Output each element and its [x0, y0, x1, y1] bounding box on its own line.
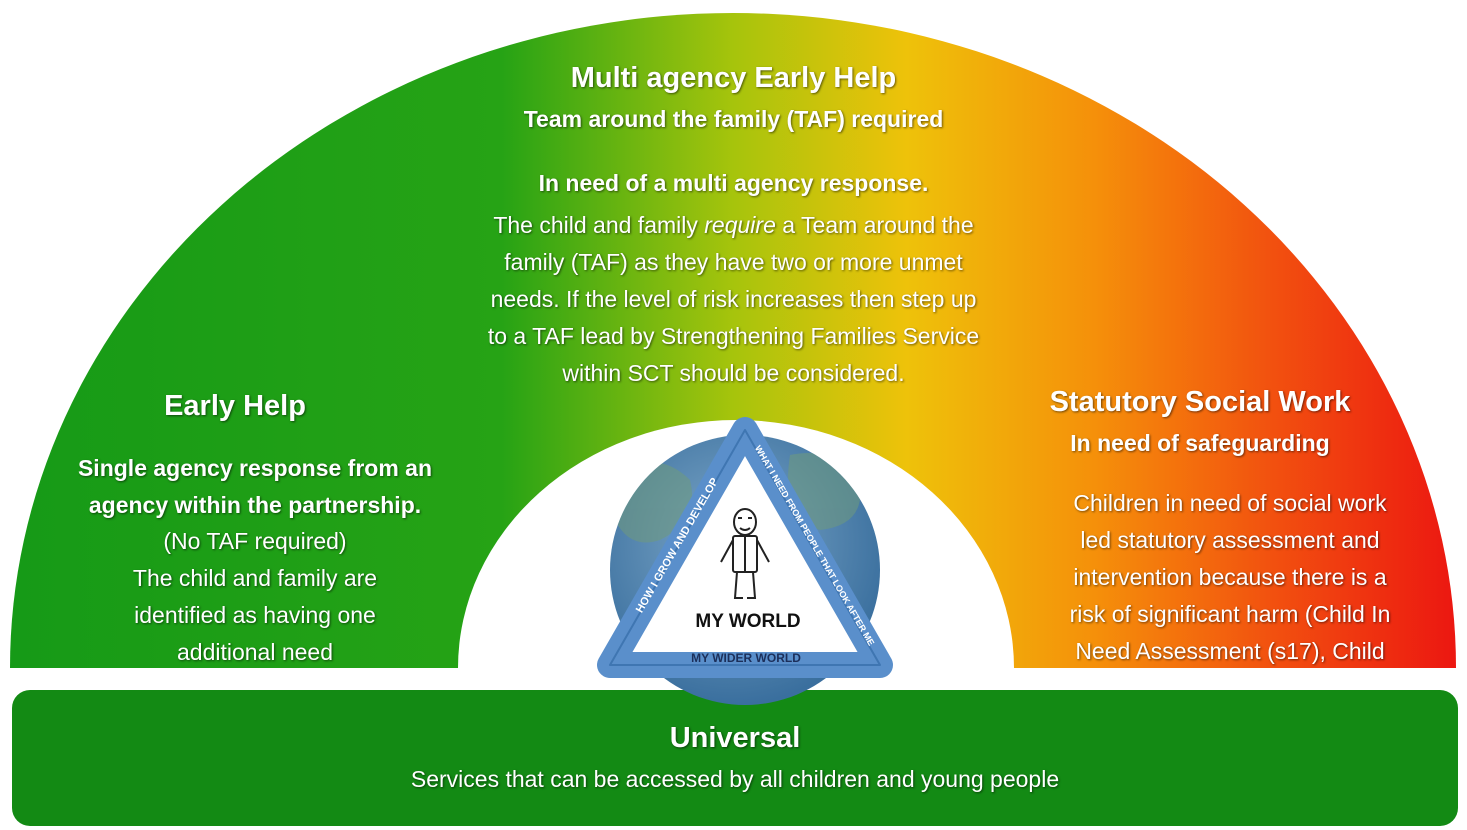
- multi-agency-line: needs. If the level of risk increases th…: [490, 286, 977, 312]
- early-help-lead: Single agency response from an agency wi…: [30, 450, 480, 524]
- statutory-line: Children in need of social work: [1073, 490, 1387, 516]
- early-help-lead-line: Single agency response from an: [77, 455, 433, 481]
- multi-agency-subtitle: Team around the family (TAF) required: [523, 106, 944, 132]
- statutory-subtitle: In need of safeguarding: [1070, 430, 1330, 456]
- statutory-line: risk of significant harm (Child In: [1069, 601, 1391, 627]
- multi-agency-line: within SCT should be considered.: [562, 360, 905, 386]
- multi-agency-line: The child and family require a Team arou…: [493, 212, 974, 238]
- statutory-line: led statutory assessment and: [1080, 527, 1380, 553]
- multi-agency-description: The child and family require a Team arou…: [380, 207, 1087, 392]
- my-world-label: MY WORLD: [695, 611, 800, 632]
- statutory-line: intervention because there is a: [1073, 564, 1387, 590]
- early-help-line: additional need: [176, 639, 334, 665]
- universal-bar: [12, 690, 1458, 826]
- universal-description: Services that can be accessed by all chi…: [410, 766, 1060, 792]
- early-help-lead-line: agency within the partnership.: [88, 492, 422, 518]
- early-help-line: (No TAF required): [163, 528, 347, 554]
- statutory-title: Statutory Social Work: [1049, 386, 1351, 418]
- early-help-title: Early Help: [164, 390, 306, 422]
- early-help-description: (No TAF required) The child and family a…: [30, 523, 480, 671]
- early-help-line: The child and family are: [132, 565, 378, 591]
- early-help-line: identified as having one: [134, 602, 376, 628]
- statutory-line: Need Assessment (s17), Child: [1075, 638, 1385, 664]
- child-figure-icon: [720, 508, 770, 599]
- multi-agency-line: family (TAF) as they have two or more un…: [504, 249, 963, 275]
- my-wider-world-label: MY WIDER WORLD: [691, 651, 801, 665]
- multi-agency-lead: In need of a multi agency response.: [538, 170, 929, 196]
- statutory-description: Children in need of social work led stat…: [1000, 485, 1460, 670]
- multi-agency-title: Multi agency Early Help: [570, 62, 897, 94]
- need-level-arch: [10, 13, 1456, 668]
- multi-agency-line: to a TAF lead by Strengthening Families …: [487, 323, 980, 349]
- universal-title: Universal: [669, 722, 801, 754]
